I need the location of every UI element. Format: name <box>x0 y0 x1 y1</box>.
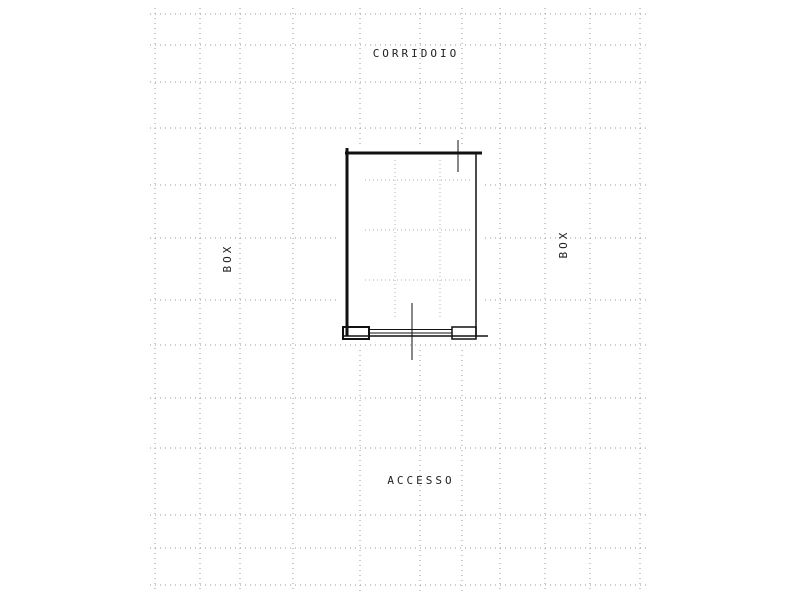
label-box-left: BOX <box>221 244 234 273</box>
entrance-door <box>342 326 477 340</box>
unit-interior-marks <box>365 160 470 320</box>
door-post-right <box>451 326 477 340</box>
reference-markers <box>411 140 476 360</box>
unit-walls <box>342 148 488 337</box>
background-hatching <box>150 8 650 592</box>
label-corridor: CORRIDOIO <box>373 47 460 60</box>
label-box-right: BOX <box>557 230 570 259</box>
label-access: ACCESSO <box>387 474 454 487</box>
